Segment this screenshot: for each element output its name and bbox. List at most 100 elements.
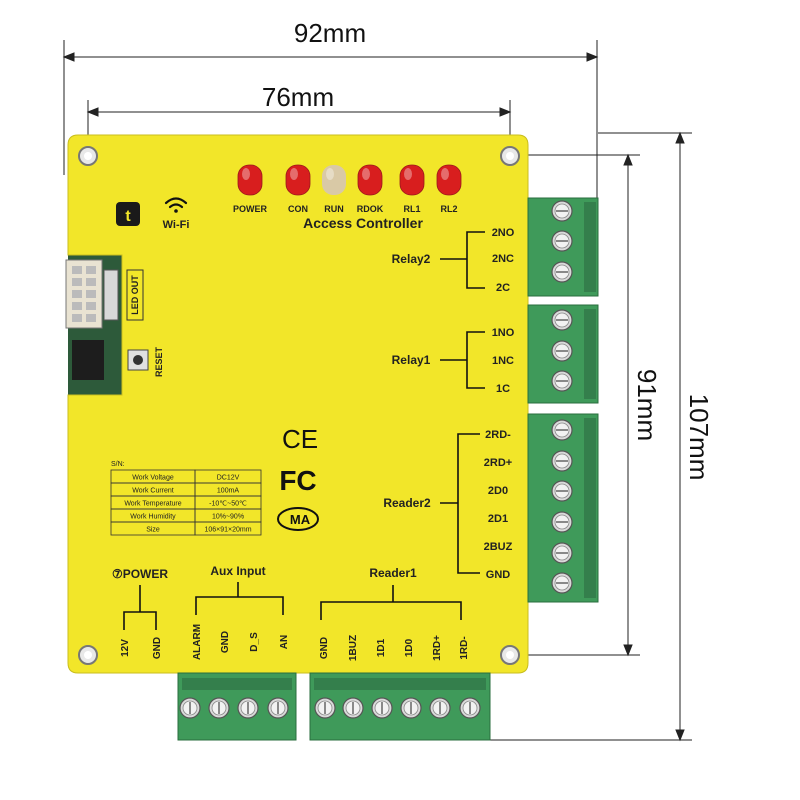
led-rl1: RL1 bbox=[399, 164, 425, 214]
pcb-yellow-cover bbox=[67, 134, 529, 674]
dimension-label-92mm: 92mm bbox=[294, 18, 366, 48]
reader2-screw-gnd[interactable] bbox=[551, 572, 573, 594]
aux-input-label: Aux Input bbox=[210, 564, 265, 578]
reader1-screw-gnd[interactable] bbox=[314, 697, 336, 719]
relay1-pin-1c: 1C bbox=[496, 383, 510, 395]
ce-text: CE bbox=[282, 424, 318, 454]
led-rdok: RDOK bbox=[357, 164, 384, 214]
reader2-pin-2rd-minus: 2RD- bbox=[485, 429, 511, 441]
relay2-screw-2nc[interactable] bbox=[551, 230, 573, 252]
bottom-terminal-blocks bbox=[177, 672, 491, 741]
reader1-terminal-block bbox=[309, 672, 491, 741]
reader1-screw-1rdminus[interactable] bbox=[459, 697, 481, 719]
reader2-screw-2d0[interactable] bbox=[551, 480, 573, 502]
reader1-screw-1buz[interactable] bbox=[342, 697, 364, 719]
aux-pin-alarm: ALARM bbox=[192, 624, 203, 660]
reader2-bracket bbox=[440, 433, 480, 574]
spec-value: 10%~90% bbox=[212, 514, 244, 521]
relay2-screw-2no[interactable] bbox=[551, 200, 573, 222]
reader1-pin-gnd: GND bbox=[319, 637, 330, 659]
relay2-bracket bbox=[440, 231, 485, 289]
aux-power-screw-12v[interactable] bbox=[179, 697, 201, 719]
dimension-width-outer bbox=[62, 40, 599, 200]
aux-pin-ds: D_S bbox=[249, 632, 260, 652]
reader2-pin-2buz: 2BUZ bbox=[484, 541, 513, 553]
wifi-label: Wi-Fi bbox=[163, 219, 190, 231]
led-out-connector bbox=[65, 259, 119, 329]
reader1-screw-1rdplus[interactable] bbox=[429, 697, 451, 719]
spec-value: DC12V bbox=[217, 475, 240, 482]
aux-power-screw-alarm[interactable] bbox=[237, 697, 259, 719]
cma-mark: MA bbox=[277, 507, 319, 531]
mounting-holes bbox=[78, 146, 520, 665]
spec-key: Work Voltage bbox=[132, 475, 174, 482]
dimension-label-91mm: 91mm bbox=[632, 369, 662, 441]
fc-mark: FC bbox=[279, 465, 316, 496]
led-run: RUN bbox=[322, 165, 346, 214]
aux-power-screw-gnd[interactable] bbox=[208, 697, 230, 719]
reader2-screw-2buz[interactable] bbox=[551, 542, 573, 564]
board-title: Access Controller bbox=[303, 215, 423, 231]
power-pin-12v: 12V bbox=[120, 639, 131, 657]
led-label-run: RUN bbox=[324, 204, 344, 214]
cma-text: MA bbox=[290, 512, 311, 527]
relay1-screw-1c[interactable] bbox=[551, 370, 573, 392]
relay2-terminal-block bbox=[527, 197, 599, 297]
ce-mark: CE bbox=[282, 424, 318, 454]
app-icon bbox=[116, 202, 140, 226]
reader2-screw-2rdplus[interactable] bbox=[551, 450, 573, 472]
aux-pin-gnd: GND bbox=[220, 631, 231, 653]
led-label-rl2: RL2 bbox=[440, 204, 457, 214]
relay1-pin-1nc: 1NC bbox=[492, 355, 514, 367]
reader1-bracket bbox=[320, 585, 462, 620]
reader1-screw-1d0[interactable] bbox=[400, 697, 422, 719]
dimension-height-inner bbox=[510, 153, 640, 657]
reader2-pin-2d0: 2D0 bbox=[488, 485, 508, 497]
spec-cell-value bbox=[194, 521, 262, 536]
reader1-pin-1d1: 1D1 bbox=[376, 638, 387, 657]
led-power: POWER bbox=[233, 164, 267, 214]
aux-power-screw-gnd2[interactable] bbox=[267, 697, 289, 719]
led-out-label: LED OUT bbox=[130, 275, 140, 315]
reader2-label: Reader2 bbox=[383, 496, 431, 510]
relay2-label: Relay2 bbox=[392, 252, 431, 266]
reader2-pin-2rd-plus: 2RD+ bbox=[484, 457, 512, 469]
reader1-pin-1buz: 1BUZ bbox=[348, 635, 359, 661]
relay2-pin-2c: 2C bbox=[496, 282, 510, 294]
spec-key: Work Humidity bbox=[130, 514, 176, 521]
relay1-screw-1nc[interactable] bbox=[551, 340, 573, 362]
reader1-pin-1d0: 1D0 bbox=[404, 638, 415, 657]
relay1-terminal-block bbox=[527, 304, 599, 404]
fc-text: FC bbox=[279, 465, 316, 496]
reader1-screw-1d1[interactable] bbox=[371, 697, 393, 719]
reader2-screw-2d1[interactable] bbox=[551, 511, 573, 533]
spec-value: -10℃~50℃ bbox=[209, 501, 247, 508]
spec-key: Work Current bbox=[132, 488, 174, 495]
reader2-pin-2d1: 2D1 bbox=[488, 513, 508, 525]
app-icon-letter: t bbox=[125, 208, 131, 225]
dimension-width-inner bbox=[86, 100, 512, 145]
aux-pin-an: AN bbox=[279, 635, 290, 649]
aux-input-bracket bbox=[195, 582, 284, 615]
relay1-bracket bbox=[440, 331, 485, 389]
reader2-pin-gnd: GND bbox=[486, 569, 511, 581]
relay2-pin-2nc: 2NC bbox=[492, 253, 514, 265]
dimension-height-outer bbox=[490, 131, 692, 742]
reader1-pin-1rd-plus: 1RD+ bbox=[432, 635, 443, 661]
aux-power-terminal-block bbox=[177, 672, 297, 741]
relay1-screw-1no[interactable] bbox=[551, 309, 573, 331]
reset-button[interactable] bbox=[72, 340, 149, 380]
dimension-label-76mm: 76mm bbox=[262, 82, 334, 112]
relay2-pin-2no: 2NO bbox=[492, 227, 515, 239]
power-pin-gnd: GND bbox=[152, 637, 163, 659]
relay1-pin-1no: 1NO bbox=[492, 327, 515, 339]
right-terminal-blocks bbox=[527, 197, 599, 603]
reader2-screw-2rdminus[interactable] bbox=[551, 419, 573, 441]
spec-key: Size bbox=[146, 527, 160, 534]
relay1-label: Relay1 bbox=[392, 353, 431, 367]
reader1-pin-1rd-minus: 1RD- bbox=[459, 636, 470, 659]
relay2-screw-2c[interactable] bbox=[551, 261, 573, 283]
